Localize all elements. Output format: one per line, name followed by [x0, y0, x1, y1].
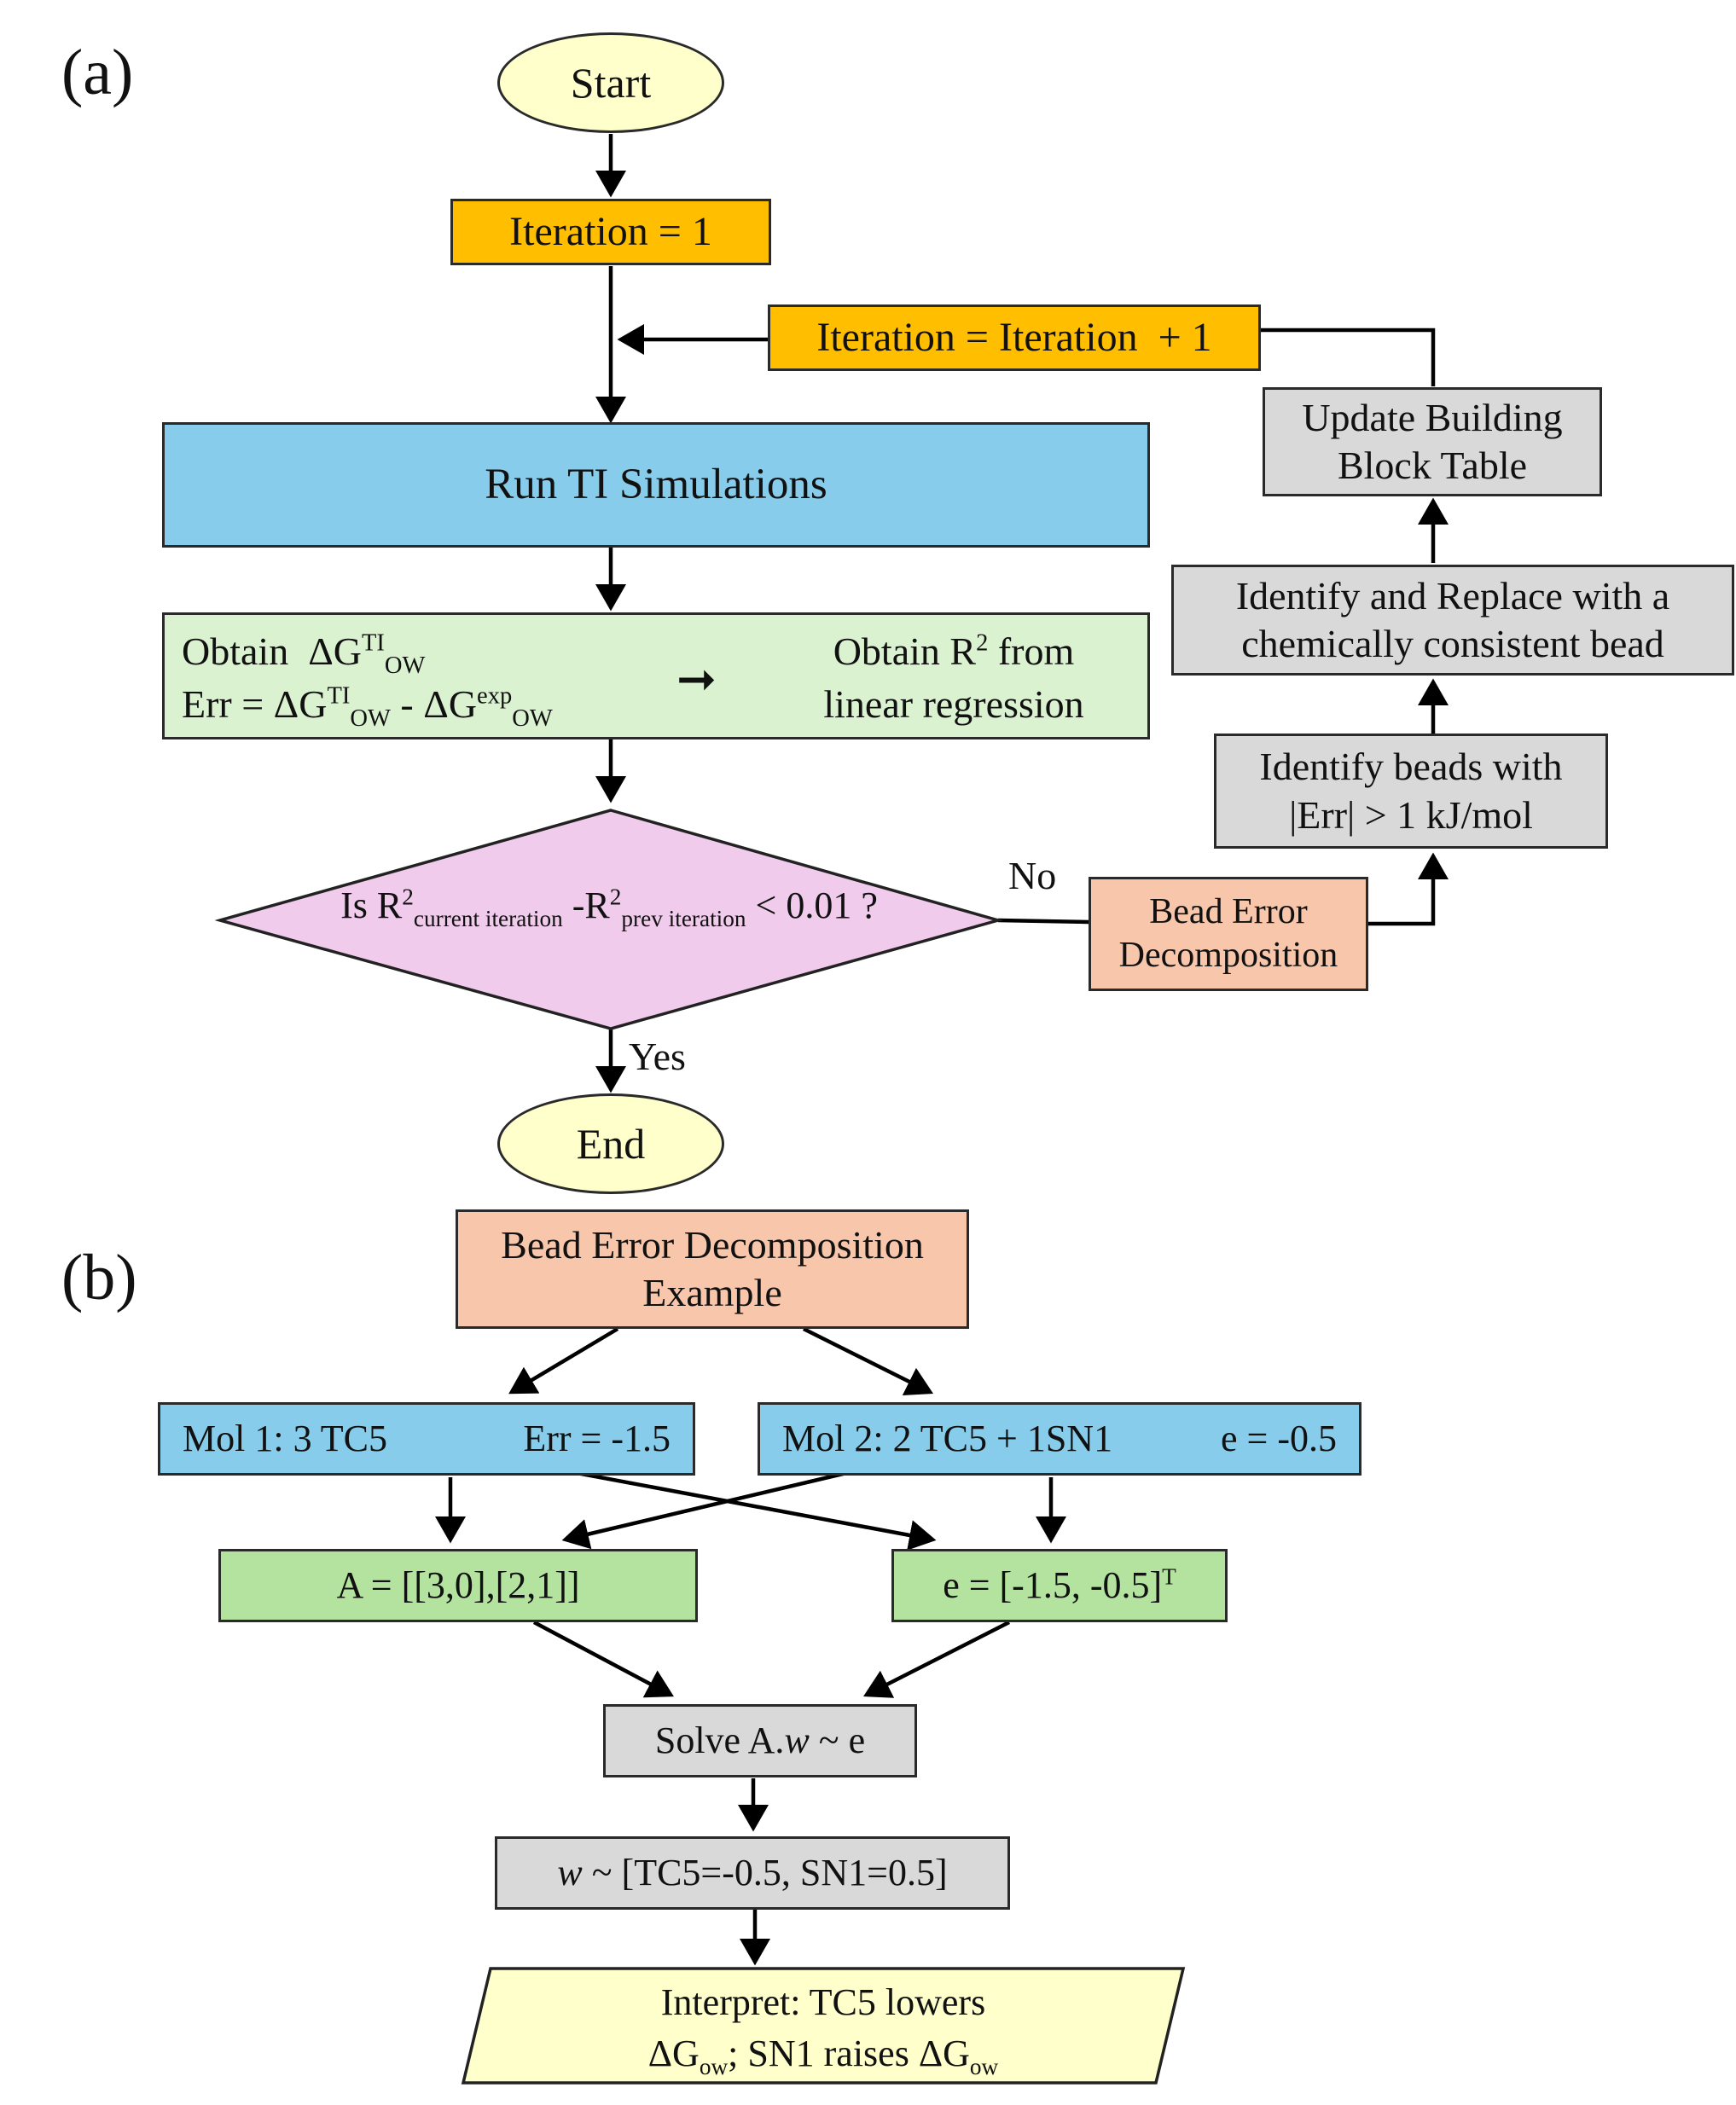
- example-title-line2: Example: [642, 1271, 782, 1314]
- arrow-mol2-to-a: [561, 1468, 858, 1550]
- iteration-init-label: Iteration = 1: [509, 208, 712, 254]
- err-prefix: Err = ΔG: [182, 682, 328, 726]
- matrix-a-box: A = [[3,0],[2,1]]: [218, 1549, 698, 1622]
- bead-error-line2: Decomposition: [1118, 936, 1338, 975]
- obtain-right-text: Obtain R2 from linear regression: [779, 625, 1129, 731]
- solve-suffix: ~ e: [809, 1719, 866, 1762]
- r2-sq: 2: [976, 629, 989, 657]
- mol2-box: Mol 2: 2 TC5 + 1SN1 e = -0.5: [758, 1402, 1362, 1476]
- decision-diamond: [214, 809, 1004, 1030]
- solve-box: Solve A.w ~ e: [603, 1704, 917, 1777]
- result-box: w ~ [TC5=-0.5, SN1=0.5]: [495, 1836, 1010, 1910]
- vector-e-text: e = [-1.5, -0.5]: [943, 1564, 1163, 1607]
- mol2-composition: Mol 2: 2 TC5 + 1SN1: [782, 1418, 1113, 1460]
- decision-suffix: < 0.01 ?: [746, 884, 878, 926]
- obtain-arrow: ➞: [676, 652, 717, 707]
- result-suffix: ~ [TC5=-0.5, SN1=0.5]: [582, 1852, 948, 1894]
- solve-w: w: [784, 1719, 810, 1762]
- obtain-err-line: Err = ΔGTIOW - ΔGexpOW: [182, 678, 553, 731]
- r2-prefix: Obtain R: [833, 629, 977, 673]
- vector-e-label: e = [-1.5, -0.5]T: [943, 1563, 1176, 1609]
- arrow-e-to-solve: [862, 1620, 1011, 1698]
- identify-beads-line1: Identify beads with: [1259, 745, 1563, 789]
- identify-replace-line1: Identify and Replace with a: [1235, 573, 1670, 618]
- interpret-line2: ΔGow; SN1 raises ΔGow: [478, 2028, 1169, 2079]
- ow-subscript-3: OW: [512, 705, 553, 733]
- identify-replace-box: Identify and Replace with a chemically c…: [1171, 565, 1734, 676]
- decision-text: Is R2current iteration -R2prev iteration…: [220, 884, 998, 931]
- interpret-text: Interpret: TC5 lowers ΔGow; SN1 raises Δ…: [478, 1977, 1169, 2079]
- arrow-mol1-to-e: [562, 1468, 937, 1551]
- obtain-left-text: Obtain ΔGTIOW Err = ΔGTIOW - ΔGexpOW: [182, 625, 553, 731]
- yes-label: Yes: [629, 1035, 686, 1078]
- update-table-line1: Update Building: [1302, 395, 1563, 439]
- arrow-bead-error-to-identify: [1368, 852, 1449, 926]
- start-terminal: Start: [497, 32, 724, 133]
- mol1-error: Err = -1.5: [523, 1418, 671, 1460]
- iteration-increment-label: Iteration = Iteration + 1: [816, 314, 1212, 360]
- transpose-superscript: T: [1162, 1563, 1176, 1590]
- update-table-line2: Block Table: [1337, 444, 1528, 487]
- decision-sq-2: 2: [609, 884, 622, 910]
- interpret-line1: Interpret: TC5 lowers: [660, 1981, 986, 2023]
- run-ti-label: Run TI Simulations: [485, 461, 827, 509]
- decision-current-sub: current iteration: [413, 905, 563, 931]
- example-title-line1: Bead Error Decomposition: [501, 1222, 924, 1267]
- obtain-dg-line: Obtain ΔGTIOW: [182, 625, 553, 678]
- decision-sq-1: 2: [402, 884, 414, 910]
- decision-prefix: Is R: [340, 884, 403, 926]
- ow-subscript-2: OW: [350, 705, 391, 733]
- ow-subscript: OW: [384, 652, 426, 680]
- mol2-error: e = -0.5: [1221, 1418, 1337, 1460]
- mol1-composition: Mol 1: 3 TC5: [183, 1418, 388, 1460]
- result-w: w: [557, 1852, 583, 1894]
- interpret-dg-1: ΔG: [647, 2033, 700, 2074]
- arrow-a-to-solve: [532, 1621, 674, 1698]
- no-label: No: [1008, 854, 1057, 897]
- panel-label-a: (a): [61, 37, 134, 108]
- obtain-box: Obtain ΔGTIOW Err = ΔGTIOW - ΔGexpOW ➞ O…: [162, 612, 1150, 739]
- mol1-box: Mol 1: 3 TC5 Err = -1.5: [158, 1402, 695, 1476]
- bead-error-line1: Bead Error: [1149, 891, 1308, 931]
- example-title-box: Bead Error Decomposition Example: [456, 1209, 969, 1329]
- decision-prev-sub: prev iteration: [621, 905, 746, 931]
- interpret-parallelogram: [461, 1967, 1186, 2085]
- iteration-increment-box: Iteration = Iteration + 1: [768, 304, 1261, 371]
- result-label: w ~ [TC5=-0.5, SN1=0.5]: [557, 1850, 947, 1896]
- err-minus: - ΔG: [390, 682, 478, 726]
- r2-line2: linear regression: [823, 682, 1084, 726]
- identify-replace-line2: chemically consistent bead: [1241, 622, 1664, 665]
- end-terminal: End: [497, 1093, 724, 1194]
- matrix-a-label: A = [[3,0],[2,1]]: [336, 1564, 580, 1607]
- arrow-decision-to-bead-error: [997, 918, 1089, 925]
- arrow-title-to-mol2: [802, 1326, 934, 1396]
- exp-superscript: exp: [477, 682, 513, 710]
- interpret-ow-1: ow: [699, 2053, 729, 2079]
- update-table-box: Update Building Block Table: [1263, 387, 1602, 496]
- run-ti-box: Run TI Simulations: [162, 422, 1150, 548]
- ti-superscript-2: TI: [327, 682, 351, 710]
- start-label: Start: [570, 59, 652, 107]
- interpret-mid: ; SN1 raises ΔG: [728, 2033, 970, 2074]
- arrow-update-to-increment: [1261, 328, 1436, 386]
- identify-beads-line2: |Err| > 1 kJ/mol: [1289, 792, 1533, 837]
- iteration-init-box: Iteration = 1: [450, 199, 771, 265]
- vector-e-box: e = [-1.5, -0.5]T: [891, 1549, 1228, 1622]
- r2-suffix: from: [988, 629, 1075, 673]
- obtain-dg-prefix: Obtain ΔG: [182, 629, 362, 673]
- solve-label: Solve A.w ~ e: [655, 1718, 865, 1764]
- end-label: End: [576, 1120, 646, 1168]
- solve-prefix: Solve A.: [654, 1719, 785, 1762]
- identify-beads-box: Identify beads with |Err| > 1 kJ/mol: [1214, 734, 1608, 849]
- r2-line1: Obtain R2 from: [779, 625, 1129, 678]
- arrow-title-to-mol1: [508, 1327, 619, 1395]
- bead-error-box: Bead Error Decomposition: [1089, 877, 1368, 991]
- interpret-ow-2: ow: [969, 2053, 999, 2079]
- ti-superscript: TI: [362, 629, 385, 657]
- decision-mid: -R: [562, 884, 610, 926]
- panel-label-b: (b): [61, 1242, 137, 1313]
